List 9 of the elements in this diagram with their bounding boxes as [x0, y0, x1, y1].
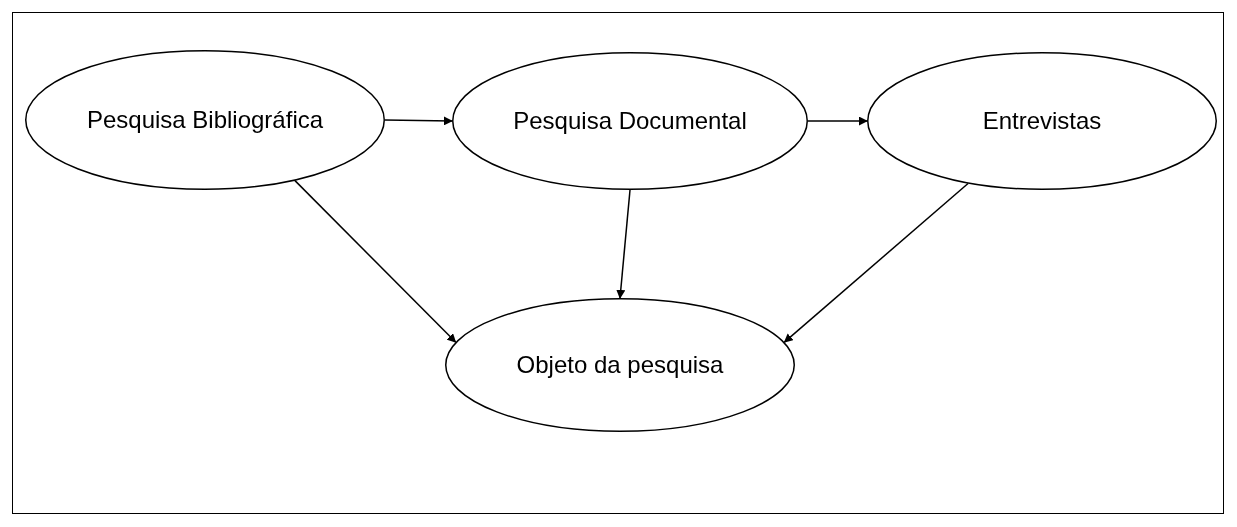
arrow [783, 182, 969, 343]
arrow [294, 179, 457, 343]
arrow [807, 116, 868, 126]
node-label: Pesquisa Documental [513, 107, 747, 135]
node-label: Entrevistas [982, 107, 1102, 135]
node-label: Pesquisa Bibliográfica [86, 106, 324, 134]
node-label: Objeto da pesquisa [516, 351, 724, 379]
arrow [384, 116, 453, 126]
arrow [616, 189, 631, 299]
